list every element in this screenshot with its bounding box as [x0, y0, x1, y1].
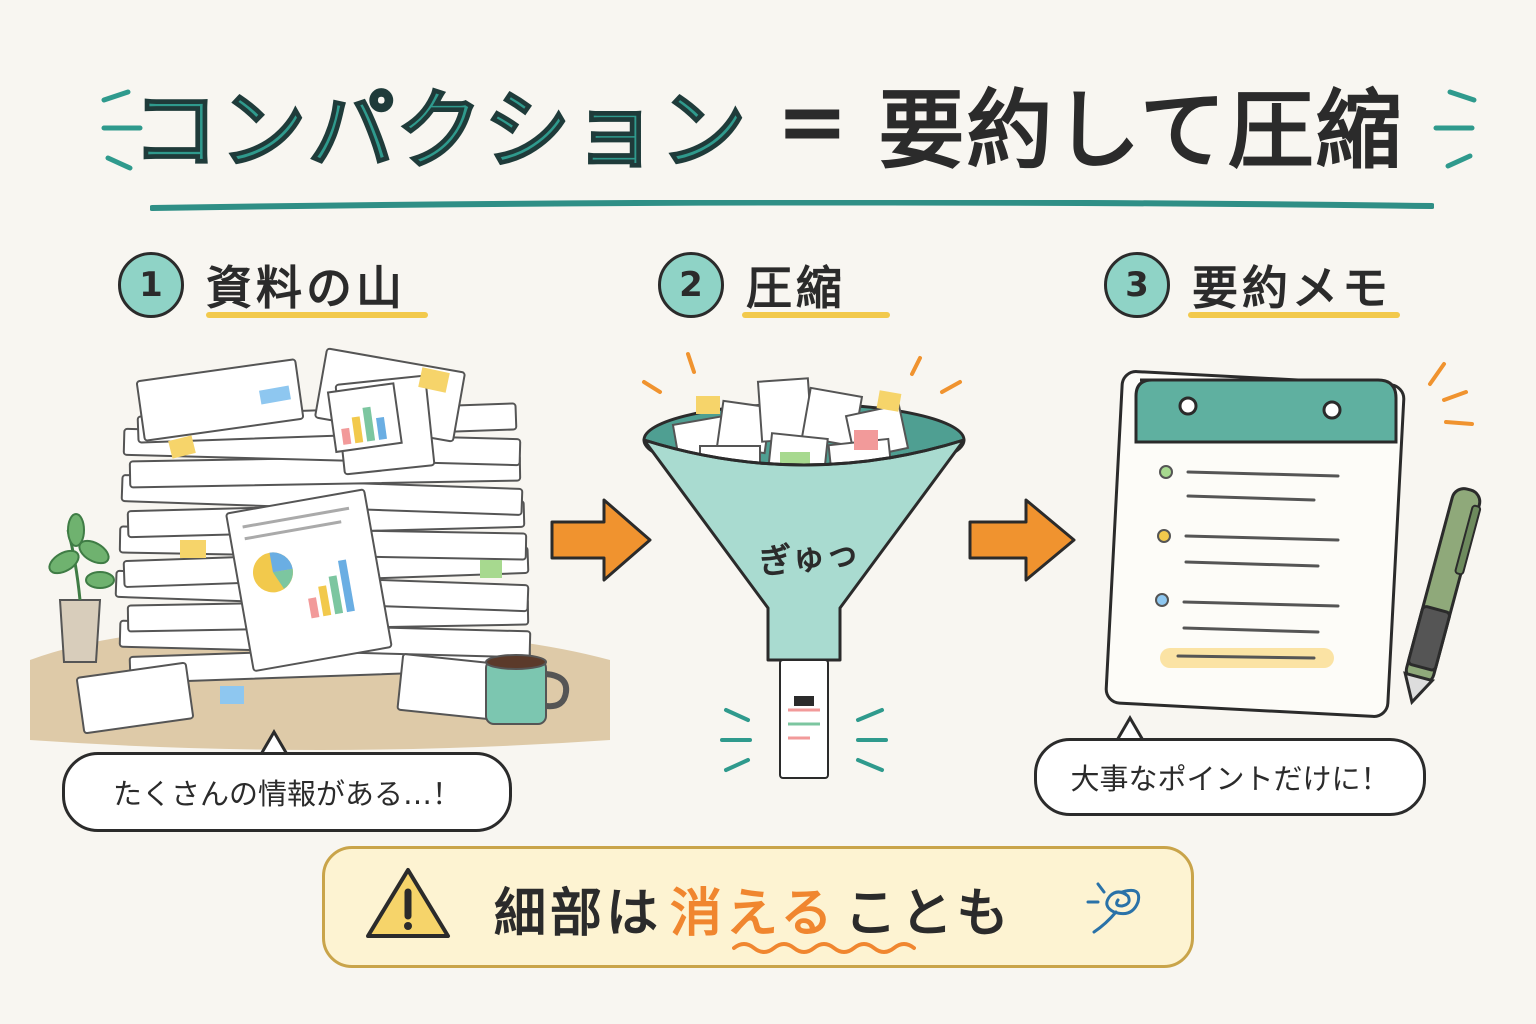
step-2-label: 圧縮: [746, 261, 846, 315]
step-1-label: 資料の山: [206, 261, 406, 315]
step-3-number: 3: [1104, 252, 1170, 318]
title-underline: [150, 200, 1434, 211]
step-3-label: 要約メモ: [1192, 261, 1392, 315]
funnel-icon: [642, 352, 966, 779]
mug-icon: [485, 654, 570, 725]
step-1-heading: 1 資料の山: [118, 252, 406, 318]
warning-banner: [322, 846, 1194, 968]
step-2-number: 2: [658, 252, 724, 318]
step-1-underline: [206, 312, 428, 318]
warning-icon: [366, 868, 450, 938]
title-equals: =: [776, 72, 851, 172]
warning-text: 細部は 消える ことも: [494, 868, 1012, 948]
title-rest: 要約して圧縮: [878, 80, 1404, 181]
warning-suffix: ことも: [844, 883, 1013, 944]
step-3-heading: 3 要約メモ: [1104, 252, 1392, 318]
page-title: コンパクション = 要約して圧縮: [131, 62, 1401, 182]
step-2-heading: 2 圧縮: [658, 252, 846, 318]
speech-bubble-left: たくさんの情報がある…！: [62, 752, 512, 832]
warning-underline-wave: [732, 942, 916, 954]
step-3-underline: [1188, 312, 1400, 318]
bubble-left-tail: [258, 729, 290, 757]
step-2-underline: [742, 312, 890, 318]
plant-icon: [48, 513, 115, 663]
funnel-text: ぎゅっ: [756, 532, 862, 584]
document-pile-illustration: [30, 347, 610, 750]
speech-bubble-right: 大事なポイントだけに！: [1034, 738, 1426, 816]
warning-prefix: 細部は: [494, 883, 663, 944]
step-1-number: 1: [118, 252, 184, 318]
arrow-right-icon: [550, 498, 652, 582]
arrow-right-icon: [968, 498, 1076, 582]
warning-accent: 消える: [670, 883, 837, 944]
pen-icon: [1403, 487, 1482, 706]
bubble-right-tail: [1114, 715, 1146, 743]
notepad-icon: [1104, 362, 1482, 718]
swirl-icon: [1086, 882, 1141, 934]
title-decoration: [101, 89, 1477, 171]
title-accent: コンパクション: [131, 80, 749, 182]
